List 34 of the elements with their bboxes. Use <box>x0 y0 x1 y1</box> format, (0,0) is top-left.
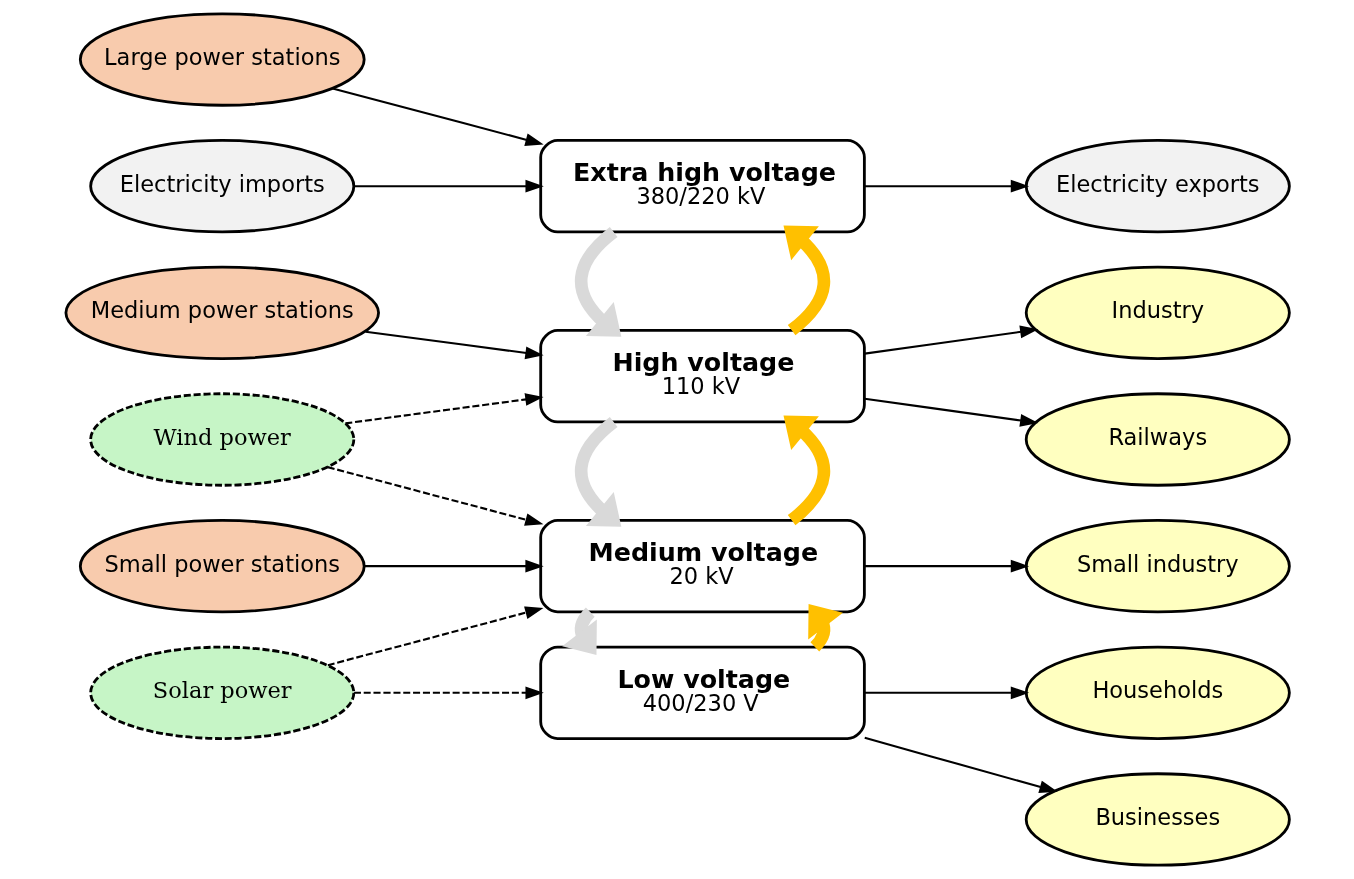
arrow <box>864 179 1029 193</box>
node-ellipse: Electricity imports <box>88 139 355 234</box>
arrow <box>574 227 621 337</box>
arrow <box>327 466 543 526</box>
node-box: Extra high voltage 380/220 kV <box>538 139 866 234</box>
node-box: Medium voltage 20 kV <box>538 519 866 614</box>
node-ellipse: Small power stations <box>78 519 366 614</box>
arrow <box>807 604 843 652</box>
arrow <box>353 179 544 193</box>
node-ellipse: Households <box>1024 645 1291 740</box>
node-ellipse: Businesses <box>1024 772 1291 867</box>
node-ellipse: Industry <box>1024 265 1291 360</box>
node-box: High voltage 110 kV <box>538 329 866 424</box>
arrow <box>864 325 1038 355</box>
arrow <box>344 393 544 425</box>
node-ellipse: Large power stations <box>78 12 366 107</box>
arrow <box>363 559 544 573</box>
arrow <box>561 607 597 655</box>
node-ellipse: Medium power stations <box>64 265 380 360</box>
arrow <box>365 330 544 360</box>
arrow <box>353 686 544 700</box>
arrow <box>327 606 543 667</box>
node-ellipse: Railways <box>1024 392 1291 487</box>
node-ellipse: Wind power <box>88 392 355 487</box>
node-ellipse: Small industry <box>1024 519 1291 614</box>
arrow <box>864 686 1029 700</box>
node-box: Low voltage 400/230 V <box>538 645 866 740</box>
arrow <box>864 559 1029 573</box>
arrow <box>574 417 621 527</box>
arrow <box>864 397 1038 427</box>
node-ellipse: Solar power <box>88 645 355 740</box>
arrow <box>863 736 1058 794</box>
arrow <box>331 87 544 146</box>
node-ellipse: Electricity exports <box>1024 139 1291 234</box>
